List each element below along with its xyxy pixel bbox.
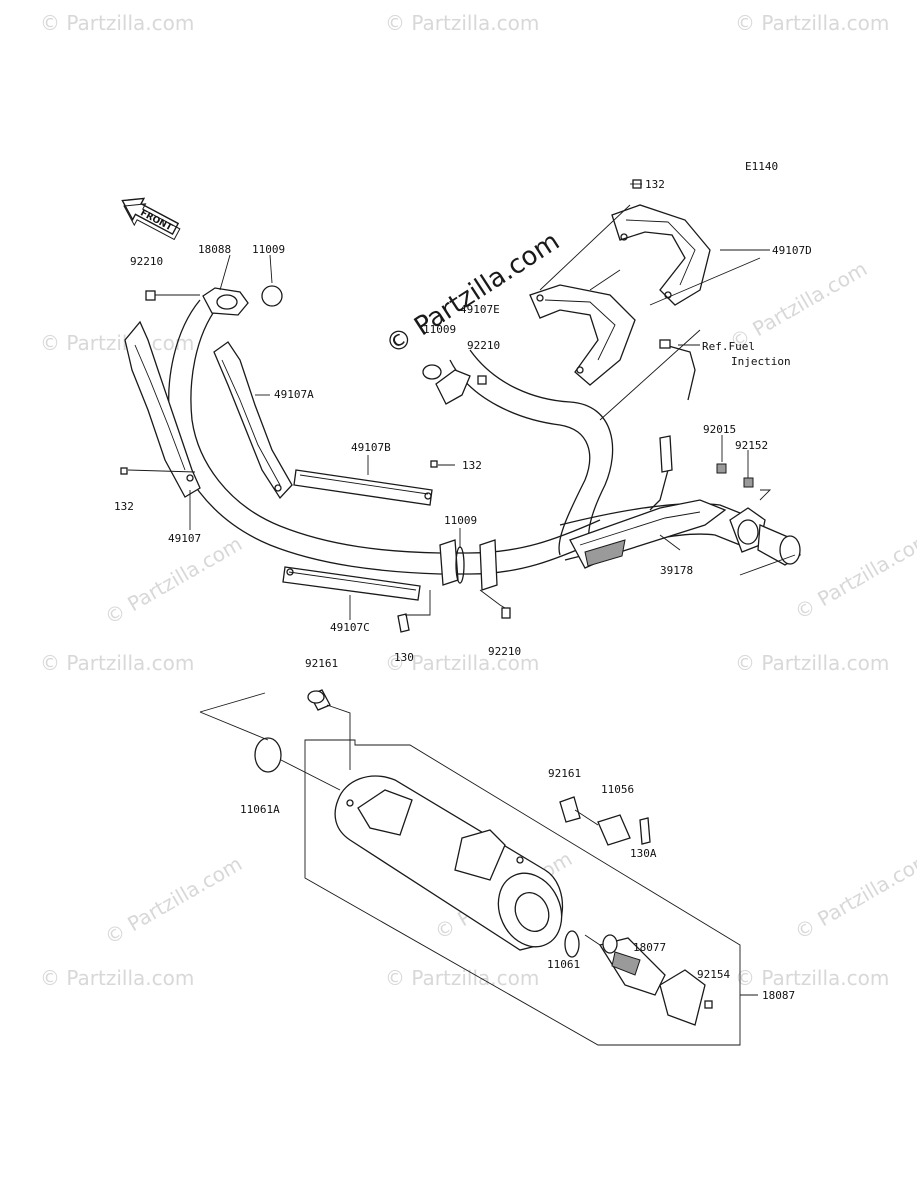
label-18087: 18087 <box>762 989 795 1002</box>
ref-note-line1: Ref.Fuel <box>702 340 755 353</box>
flange-18088 <box>202 287 249 316</box>
watermark: © Partzilla.com <box>40 331 194 355</box>
watermark: © Partzilla.com <box>735 651 889 675</box>
label-49107B: 49107B <box>351 441 391 454</box>
screw-92154 <box>704 1000 713 1009</box>
washer-92152 <box>743 477 754 488</box>
label-130: 130 <box>394 651 414 664</box>
watermark: © Partzilla.com <box>791 526 917 624</box>
label-132: 132 <box>114 500 134 513</box>
part-labels: 132 49107D 49107E 18088 11009 92210 1100… <box>114 178 812 1002</box>
label-49107: 49107 <box>168 532 201 545</box>
label-92210: 92210 <box>130 255 163 268</box>
gasket-11009 <box>261 285 283 307</box>
diagram-code: E1140 <box>745 160 778 173</box>
label-11056: 11056 <box>601 783 634 796</box>
watermark: © Partzilla.com <box>40 966 194 990</box>
heat-shield-49107E <box>529 284 636 386</box>
label-92210: 92210 <box>488 645 521 658</box>
heat-shield-49107A <box>213 341 293 500</box>
label-132: 132 <box>645 178 665 191</box>
label-11009: 11009 <box>444 514 477 527</box>
spacer-92161-right <box>559 796 581 823</box>
watermark: © Partzilla.com <box>735 11 889 35</box>
label-92154: 92154 <box>697 968 730 981</box>
label-92152: 92152 <box>735 439 768 452</box>
label-92161: 92161 <box>305 657 338 670</box>
label-11061A: 11061A <box>240 803 280 816</box>
label-130A: 130A <box>630 847 657 860</box>
label-49107D: 49107D <box>772 244 812 257</box>
muffler-body <box>334 775 564 951</box>
label-39178: 39178 <box>660 564 693 577</box>
watermark: © Partzilla.com <box>385 966 539 990</box>
spark-arrestor-18077 <box>598 934 706 1026</box>
label-49107A: 49107A <box>274 388 314 401</box>
watermark: © Partzilla.com <box>385 11 539 35</box>
heat-shield-49107 <box>124 320 201 498</box>
gasket-11061A <box>254 737 282 773</box>
bolt-130A <box>639 817 651 845</box>
label-18088: 18088 <box>198 243 231 256</box>
bolt-132-left <box>120 467 128 475</box>
heat-shield-49107C <box>282 566 421 601</box>
watermark: © Partzilla.com <box>101 531 247 629</box>
label-49107E: 49107E <box>460 303 500 316</box>
ref-note-line2: Injection <box>731 355 791 368</box>
watermark: © Partzilla.com <box>40 11 194 35</box>
catalyst-39178 <box>569 499 727 569</box>
label-92161: 92161 <box>548 767 581 780</box>
rear-header-flange <box>422 364 487 405</box>
watermark: © Partzilla.com <box>385 651 539 675</box>
watermark: © Partzilla.com <box>101 851 247 949</box>
label-92015: 92015 <box>703 423 736 436</box>
watermark: © Partzilla.com <box>40 651 194 675</box>
mid-flange-joint <box>439 539 498 591</box>
muffler-connector <box>729 507 801 566</box>
label-18077: 18077 <box>633 941 666 954</box>
bracket-11056 <box>597 814 631 846</box>
label-11061: 11061 <box>547 958 580 971</box>
label-92210: 92210 <box>467 339 500 352</box>
front-arrow-icon: FRONT <box>121 197 181 241</box>
label-11009: 11009 <box>423 323 456 336</box>
assembly-lines <box>127 183 796 1046</box>
label-11009: 11009 <box>252 243 285 256</box>
label-49107C: 49107C <box>330 621 370 634</box>
heat-shield-49107D <box>611 204 711 306</box>
heat-shield-49107B <box>293 469 433 506</box>
watermark: © Partzilla.com <box>735 966 889 990</box>
oxygen-sensor <box>649 339 696 511</box>
nut-92210-bottom <box>501 607 511 619</box>
bolt-130 <box>397 613 410 633</box>
nut-92210 <box>145 290 156 301</box>
label-132: 132 <box>462 459 482 472</box>
bolt-132-mid <box>430 460 438 468</box>
nut-92015 <box>716 463 727 474</box>
gasket-11061 <box>564 930 580 958</box>
watermark: © Partzilla.com <box>791 846 917 944</box>
